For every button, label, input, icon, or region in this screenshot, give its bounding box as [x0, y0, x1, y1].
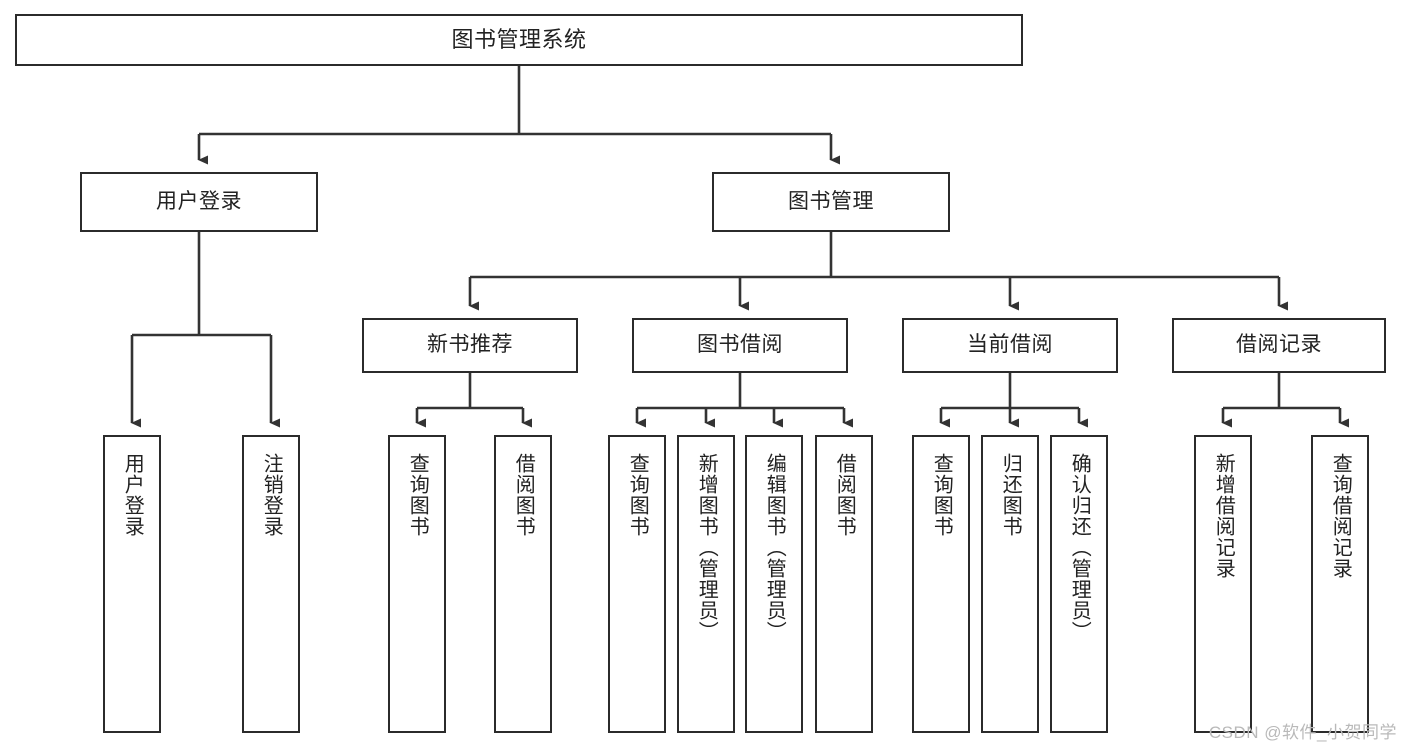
node-borrow-records[interactable]: 借阅记录: [1172, 318, 1386, 373]
node-label: 借阅图书: [833, 453, 856, 537]
node-root-system[interactable]: 图书管理系统: [15, 14, 1023, 66]
leaf-query-books-borrow[interactable]: 查询图书: [608, 435, 666, 733]
node-label: 用户登录: [121, 453, 144, 537]
node-label: 注销登录: [260, 453, 283, 537]
node-label: 查询借阅记录: [1329, 453, 1352, 579]
leaf-add-book-admin[interactable]: 新增图书（管理员）: [677, 435, 735, 733]
node-label: 归还图书: [999, 453, 1022, 537]
node-label: 查询图书: [406, 453, 429, 537]
node-label: 新书推荐: [427, 333, 513, 357]
node-label: 确认归还（管理员）: [1068, 453, 1091, 642]
node-user-login[interactable]: 用户登录: [80, 172, 318, 232]
node-label: 图书管理: [788, 189, 874, 213]
node-label: 当前借阅: [967, 333, 1053, 357]
node-label: 用户登录: [156, 189, 242, 213]
node-label: 新增图书（管理员）: [695, 453, 718, 642]
node-book-borrow[interactable]: 图书借阅: [632, 318, 848, 373]
leaf-return-books[interactable]: 归还图书: [981, 435, 1039, 733]
node-label: 编辑图书（管理员）: [763, 453, 786, 642]
node-label: 查询图书: [626, 453, 649, 537]
leaf-user-login[interactable]: 用户登录: [103, 435, 161, 733]
node-label: 新增借阅记录: [1212, 453, 1235, 579]
node-new-book-recommend[interactable]: 新书推荐: [362, 318, 578, 373]
node-label: 借阅图书: [512, 453, 535, 537]
leaf-borrow-books-recommend[interactable]: 借阅图书: [494, 435, 552, 733]
leaf-add-borrow-record[interactable]: 新增借阅记录: [1194, 435, 1252, 733]
leaf-query-borrow-record[interactable]: 查询借阅记录: [1311, 435, 1369, 733]
leaf-confirm-return-admin[interactable]: 确认归还（管理员）: [1050, 435, 1108, 733]
node-current-borrow[interactable]: 当前借阅: [902, 318, 1118, 373]
leaf-logout[interactable]: 注销登录: [242, 435, 300, 733]
node-book-management[interactable]: 图书管理: [712, 172, 950, 232]
leaf-query-books-recommend[interactable]: 查询图书: [388, 435, 446, 733]
node-label: 借阅记录: [1236, 333, 1322, 357]
node-label: 查询图书: [930, 453, 953, 537]
leaf-borrow-books[interactable]: 借阅图书: [815, 435, 873, 733]
node-label: 图书借阅: [697, 333, 783, 357]
leaf-edit-book-admin[interactable]: 编辑图书（管理员）: [745, 435, 803, 733]
leaf-query-books-current[interactable]: 查询图书: [912, 435, 970, 733]
node-label: 图书管理系统: [451, 27, 587, 53]
